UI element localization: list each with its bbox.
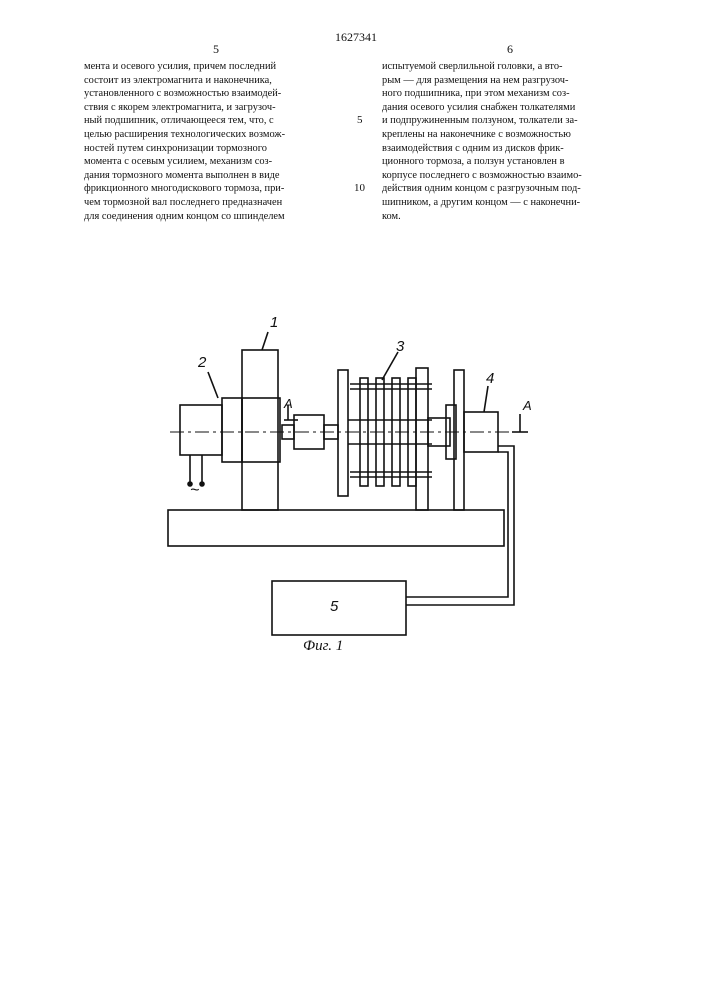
motor-flange [222,398,242,462]
controller-5 [272,581,406,635]
label-2: 2 [198,354,206,371]
label-5: 5 [330,598,338,615]
column-housing [242,398,280,462]
label-3: 3 [396,338,404,355]
base-plate [168,510,504,546]
label-1: 1 [270,314,278,331]
ac-symbol: ~ [190,482,199,500]
signal-wire-outer [406,446,514,605]
label-4: 4 [486,370,494,387]
section-label-left: A [284,396,293,411]
brake-disc-left [338,370,348,496]
column-1 [242,350,278,510]
figure-caption: Фиг. 1 [303,638,343,655]
motor-2 [180,405,222,455]
section-label-right: A [523,398,532,413]
signal-wire-inner [406,452,508,597]
